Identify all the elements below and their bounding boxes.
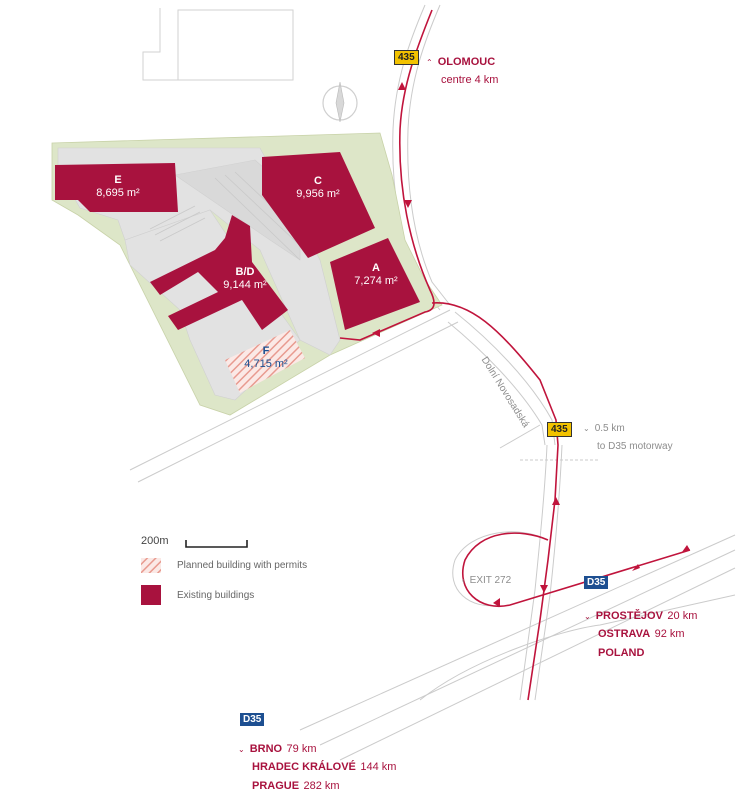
legend-existing-swatch [141,585,161,605]
building-c-label: C 9,956 m² [296,175,340,201]
legend-planned-swatch [141,558,161,573]
legend-scale-label: 200m [141,535,169,547]
building-c-shape [262,152,375,258]
chevron-down-icon: ⌄ [583,424,590,433]
destination-row: HRADEC KRÁLOVÉ 144 km [252,761,397,774]
destination-row: POLAND [598,646,645,659]
scale-bar-icon [185,540,248,548]
destinations-west: ⌄BRNO 79 km HRADEC KRÁLOVÉ 144 km PRAGUE… [238,739,396,794]
building-bd-shape [150,215,288,330]
legend-graphics [141,540,248,605]
buildings-layer [55,152,420,393]
compass-icon [322,81,358,123]
building-a-label: A 7,274 m² [354,262,398,288]
road-network [129,4,736,761]
chevron-down-icon: ⌄ [584,612,591,621]
route-arrows [372,82,690,607]
building-f-shape [225,330,305,393]
motorway-d35-east-badge: D35 [584,576,609,589]
destination-row: ⌄PROSTĚJOV 20 km [584,610,698,622]
chevron-left-icon: ‹ [462,576,465,585]
building-f-label: F 4,715 m² [244,345,288,371]
legend-planned-label: Planned building with permits [177,560,308,571]
neighbour-plots [142,8,294,81]
legend-existing-label: Existing buildings [177,590,255,601]
motorway-d35-west-badge: D35 [240,713,265,726]
chevron-down-icon: ⌄ [238,745,245,754]
destination-row: OSTRAVA 92 km [598,628,685,641]
road-435-north-badge: 435 [394,50,419,65]
building-e-label: E 8,695 m² [96,174,140,200]
road-435-south-badge: 435 [547,422,572,437]
chevron-up-icon: ⌃ [426,58,433,67]
exit-label: ‹EXIT 272 [462,575,512,586]
destinations-east: ⌄PROSTĚJOV 20 km OSTRAVA 92 km POLAND [584,606,697,661]
destination-row: PRAGUE 282 km [252,779,340,792]
destination-row: ⌄BRNO 79 km [238,743,317,755]
building-e-shape [55,163,178,212]
motorway-distance: ⌄0.5 km to D35 motorway [583,423,673,453]
building-bd-label: B/D 9,144 m² [223,266,267,292]
destination-olomouc: ⌃OLOMOUC centre 4 km [426,56,499,87]
building-a-shape [330,238,420,330]
